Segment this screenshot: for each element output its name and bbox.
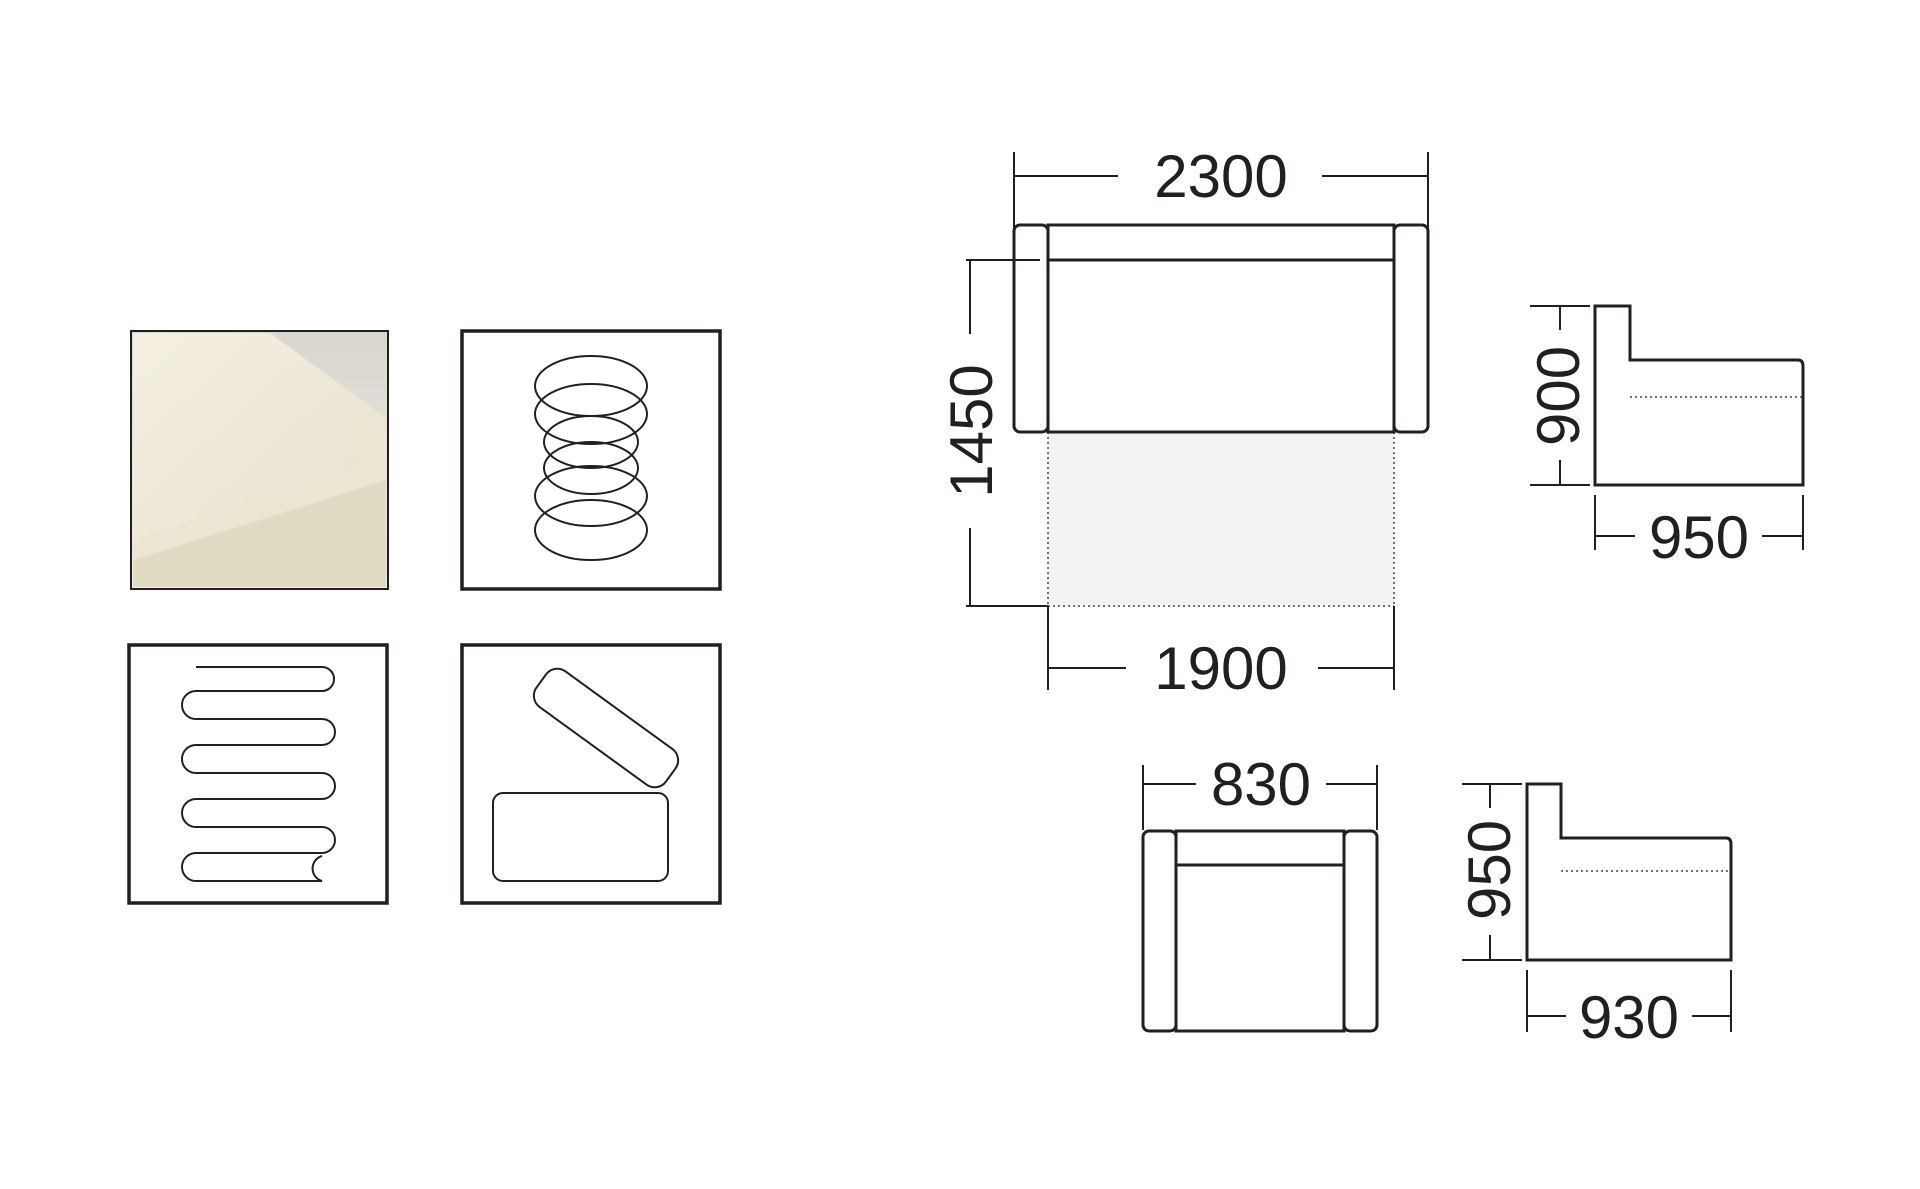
armchair-side-view: 950 930 xyxy=(1456,782,1733,1051)
zigzag-spring-icon xyxy=(127,643,389,905)
armchair-width-label: 830 xyxy=(1211,751,1311,818)
sofa-width-label: 2300 xyxy=(1154,143,1287,210)
storage-box-icon xyxy=(460,643,722,905)
sofa-depth-label: 1450 xyxy=(938,364,1005,497)
sofa-side-view: 900 950 xyxy=(1525,304,1805,571)
sofa-top-view: 2300 1450 1900 xyxy=(938,143,1430,702)
coil-spring-icon xyxy=(460,329,722,591)
armchair-height-label: 950 xyxy=(1456,820,1523,920)
sofa-height-label: 900 xyxy=(1525,346,1592,446)
bed-length-label: 1900 xyxy=(1154,635,1287,702)
sofa-side-depth-label: 950 xyxy=(1649,504,1749,571)
armchair-side-depth-label: 930 xyxy=(1579,984,1679,1051)
armchair-top-view: 830 xyxy=(1141,751,1379,1033)
foam-block-icon xyxy=(130,330,389,590)
